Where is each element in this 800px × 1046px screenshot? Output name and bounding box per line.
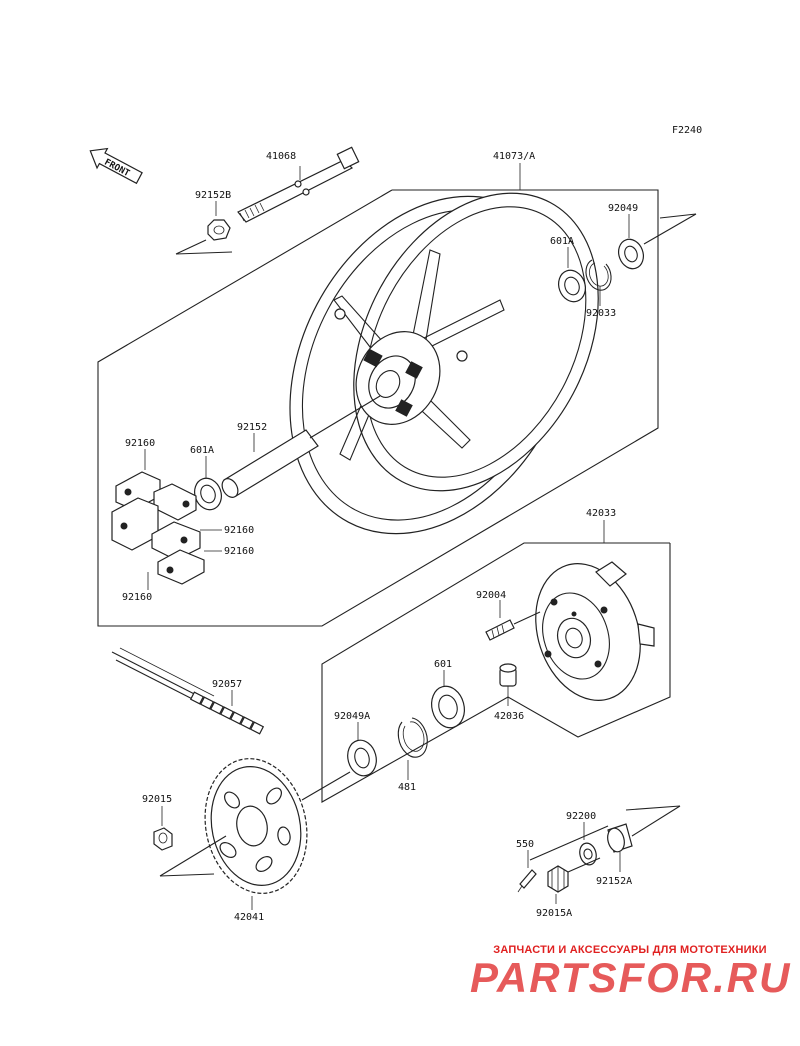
rear-sprocket-42041 — [204, 758, 351, 910]
part-label-92015A: 92015A — [536, 908, 572, 919]
sprocket-hub-42033 — [535, 561, 655, 701]
part-label-92160-a: 92160 — [125, 438, 155, 449]
seal-92049 — [618, 213, 697, 270]
part-label-92033: 92033 — [586, 308, 616, 319]
part-label-601: 601 — [434, 659, 452, 670]
part-label-92152: 92152 — [237, 422, 267, 433]
part-label-41068: 41068 — [266, 151, 296, 162]
part-label-601A-top: 601A — [550, 236, 574, 247]
nut-92015 — [153, 806, 227, 877]
part-label-42036: 42036 — [494, 711, 524, 722]
castle-nut-92015A — [547, 857, 601, 904]
part-label-92004: 92004 — [476, 590, 506, 601]
circlip-481 — [397, 717, 428, 780]
part-label-92160-c: 92160 — [224, 546, 254, 557]
part-label-92057: 92057 — [212, 679, 242, 690]
part-label-92152B: 92152B — [195, 190, 231, 201]
cotter-pin-550 — [517, 850, 537, 893]
part-label-92160-b: 92160 — [224, 525, 254, 536]
damper-92160-group — [111, 449, 222, 590]
seal-92049A — [347, 722, 377, 777]
part-label-42041: 42041 — [234, 912, 264, 923]
spacer-92152 — [221, 395, 381, 498]
nut-92152B — [175, 201, 233, 255]
part-label-92049: 92049 — [608, 203, 638, 214]
watermark-tagline: ЗАПЧАСТИ И АКСЕССУАРЫ ДЛЯ МОТОТЕХНИКИ — [493, 944, 767, 956]
part-label-601A-left: 601A — [190, 445, 214, 456]
axle-41068 — [237, 146, 360, 223]
part-label-92015: 92015 — [142, 794, 172, 805]
stud-92004 — [485, 600, 541, 641]
diagram-code: F2240 — [672, 125, 702, 136]
part-label-92152A: 92152A — [596, 876, 632, 887]
front-arrow-icon: FRONT — [89, 147, 143, 185]
chain-92057 — [111, 647, 265, 735]
watermark-brand-logo: PARTSFOR.RU — [470, 954, 792, 1001]
collar-92152A — [607, 805, 681, 872]
circlip-92033 — [585, 259, 612, 306]
hub-group-outline — [321, 542, 671, 803]
bearing-601 — [431, 670, 465, 729]
wheel-rim-41073A — [289, 192, 599, 535]
part-label-42033: 42033 — [586, 508, 616, 519]
wheel-group-outline — [97, 189, 659, 627]
part-label-92200: 92200 — [566, 811, 596, 822]
bearing-601A-top — [558, 247, 586, 303]
part-label-92049A: 92049A — [334, 711, 370, 722]
part-label-550: 550 — [516, 839, 534, 850]
collar-42036 — [499, 663, 517, 706]
part-label-92160-d: 92160 — [122, 592, 152, 603]
part-label-481: 481 — [398, 782, 416, 793]
watermark: ЗАПЧАСТИ И АКСЕССУАРЫ ДЛЯ МОТОТЕХНИКИ PA… — [470, 944, 790, 1000]
part-label-41073A: 41073/A — [493, 151, 535, 162]
